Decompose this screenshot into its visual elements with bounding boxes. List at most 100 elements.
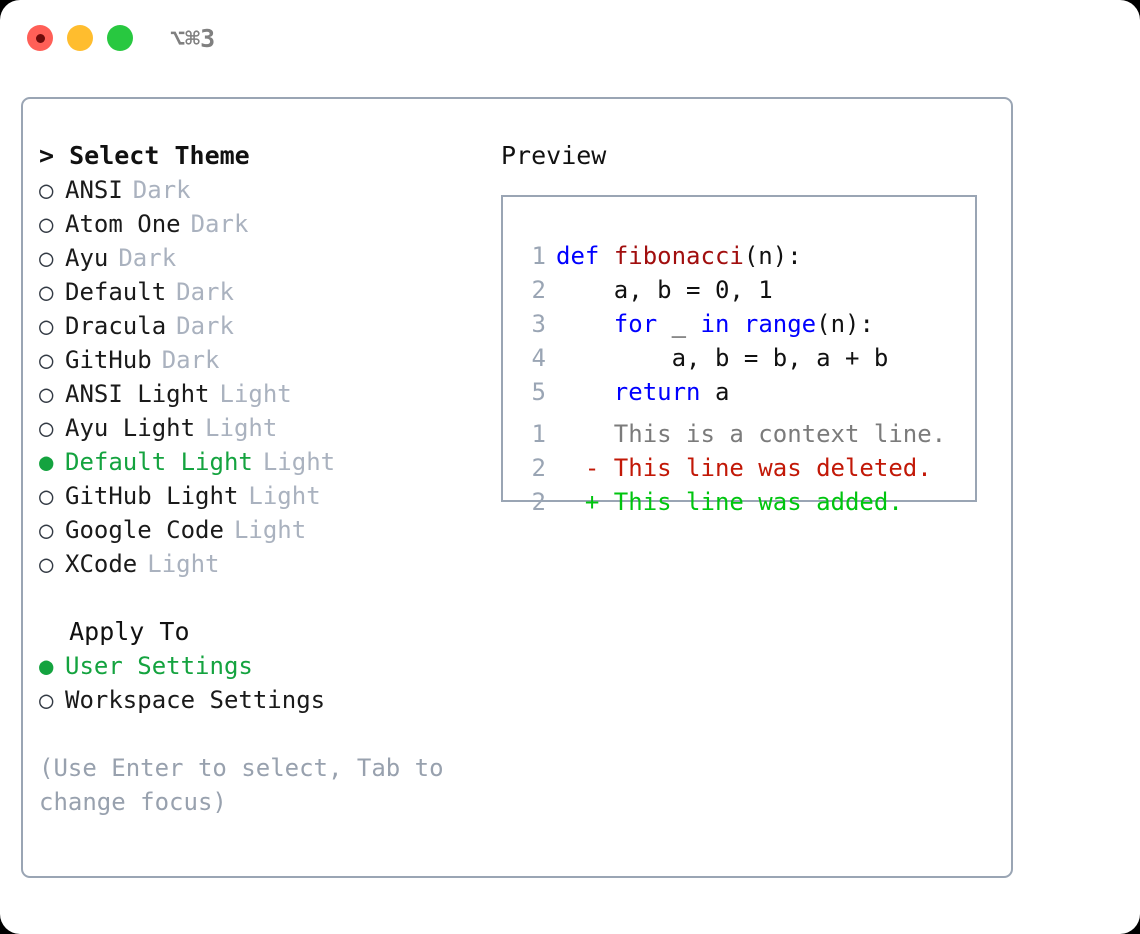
preview-box: 1 def fibonacci(n): 2 a, b = 0, 1 3 for _ i… <box>501 195 977 516</box>
theme-item-label: ANSI Light <box>65 380 210 408</box>
preview-heading: Preview <box>501 141 607 170</box>
code-token: (n): <box>816 310 874 338</box>
radio-unselected-icon: ○ <box>39 346 54 374</box>
section-spacer <box>39 581 469 615</box>
window-controls <box>27 25 133 51</box>
code-line-number: 4 <box>531 344 546 372</box>
radio-unselected-icon: ○ <box>39 278 54 306</box>
radio-unselected-icon: ○ <box>39 244 54 272</box>
apply-to-list[interactable]: ● User Settings ○ Workspace Settings <box>39 649 469 717</box>
code-line-number: 3 <box>531 310 546 338</box>
code-line-content: for _ in range(n): <box>556 307 874 341</box>
diff-line-number: 2 <box>531 488 546 516</box>
radio-unselected-icon: ○ <box>39 550 54 578</box>
preview-column: Preview 1 def fibonacci(n): 2 a, b = 0, 1 3… <box>501 139 1001 516</box>
diff-line-content: This is a context line. <box>556 420 947 448</box>
code-line-number: 5 <box>531 378 546 406</box>
code-token: (n): <box>743 242 802 270</box>
zoom-button[interactable] <box>107 25 133 51</box>
apply-item-1[interactable]: ○ Workspace Settings <box>39 683 469 717</box>
theme-item-10[interactable]: ○ Google Code Light <box>39 513 469 547</box>
radio-unselected-icon: ○ <box>39 380 54 408</box>
theme-item-label: Ayu <box>65 244 109 272</box>
code-token: range <box>743 310 817 338</box>
code-token: a, b = 0, 1 <box>613 276 773 304</box>
apply-item-0[interactable]: ● User Settings <box>39 649 469 683</box>
code-token: return <box>613 378 701 406</box>
keyboard-hint-text: (Use Enter to select, Tab to change focu… <box>39 754 444 816</box>
theme-item-tag: Dark <box>118 244 177 272</box>
radio-selected-icon: ● <box>39 448 54 476</box>
code-line: 5 return a <box>520 375 888 409</box>
theme-item-11[interactable]: ○ XCode Light <box>39 547 469 581</box>
theme-item-tag: Light <box>205 414 278 442</box>
code-line: 3 for _ in range(n): <box>520 307 888 341</box>
code-token: _ <box>657 310 701 338</box>
theme-item-label: Google Code <box>65 516 224 544</box>
radio-unselected-icon: ○ <box>39 482 54 510</box>
code-line: 4 a, b = b, a + b <box>520 341 889 375</box>
radio-unselected-icon: ○ <box>39 414 54 442</box>
theme-item-tag: Light <box>248 482 321 510</box>
apply-to-heading: Apply To <box>39 617 190 646</box>
theme-item-tag: Light <box>147 550 220 578</box>
diff-line-content: - This line was deleted. <box>556 454 932 482</box>
diff-line-number: 1 <box>531 420 546 448</box>
theme-item-label: Default <box>65 278 167 306</box>
close-button[interactable] <box>27 25 53 51</box>
code-line-number: 1 <box>531 242 546 270</box>
select-theme-heading: > Select Theme <box>39 141 250 170</box>
code-token <box>599 242 613 270</box>
code-line-content: return a <box>556 375 730 409</box>
code-token: a, b = b, a + b <box>671 344 889 372</box>
diff-line-content: + This line was added. <box>556 488 903 516</box>
theme-item-tag: Light <box>219 380 292 408</box>
code-line-content: a, b = b, a + b <box>556 341 889 375</box>
diff-line: 2 - This line was deleted. <box>520 451 946 485</box>
theme-item-2[interactable]: ○ Ayu Dark <box>39 241 469 275</box>
theme-item-label: GitHub Light <box>65 482 239 510</box>
theme-item-label: GitHub <box>65 346 152 374</box>
radio-unselected-icon: ○ <box>39 312 54 340</box>
keyboard-shortcut-label: ⌥⌘3 <box>170 24 216 53</box>
theme-item-9[interactable]: ○ GitHub Light Light <box>39 479 469 513</box>
title-bar: ⌥⌘3 <box>0 0 1140 76</box>
theme-item-7[interactable]: ○ Ayu Light Light <box>39 411 469 445</box>
theme-item-3[interactable]: ○ Default Dark <box>39 275 469 309</box>
code-line-content: def fibonacci(n): <box>556 239 802 273</box>
code-token: a <box>700 378 730 406</box>
theme-item-label: XCode <box>65 550 138 578</box>
radio-unselected-icon: ○ <box>39 516 54 544</box>
theme-item-tag: Dark <box>176 278 234 306</box>
theme-item-label: Ayu Light <box>65 414 196 442</box>
radio-selected-icon: ● <box>39 652 54 680</box>
radio-unselected-icon: ○ <box>39 686 54 714</box>
minimize-button[interactable] <box>67 25 93 51</box>
code-token: def <box>556 242 600 270</box>
theme-item-tag: Dark <box>132 176 191 204</box>
code-token: in <box>700 310 730 338</box>
theme-item-label: Dracula <box>65 312 167 340</box>
diff-line-number: 2 <box>531 454 546 482</box>
code-line: 1 def fibonacci(n): <box>520 239 888 273</box>
theme-item-tag: Dark <box>190 210 249 238</box>
radio-unselected-icon: ○ <box>39 210 54 238</box>
theme-item-tag: Light <box>233 516 307 544</box>
code-token: for <box>613 310 658 338</box>
radio-unselected-icon: ○ <box>39 176 54 204</box>
apply-item-label: Workspace Settings <box>65 686 326 714</box>
code-line-content: a, b = 0, 1 <box>556 273 773 307</box>
apply-item-label: User Settings <box>65 652 253 680</box>
theme-item-6[interactable]: ○ ANSI Light Light <box>39 377 469 411</box>
diff-line: 1 This is a context line. <box>520 417 947 451</box>
